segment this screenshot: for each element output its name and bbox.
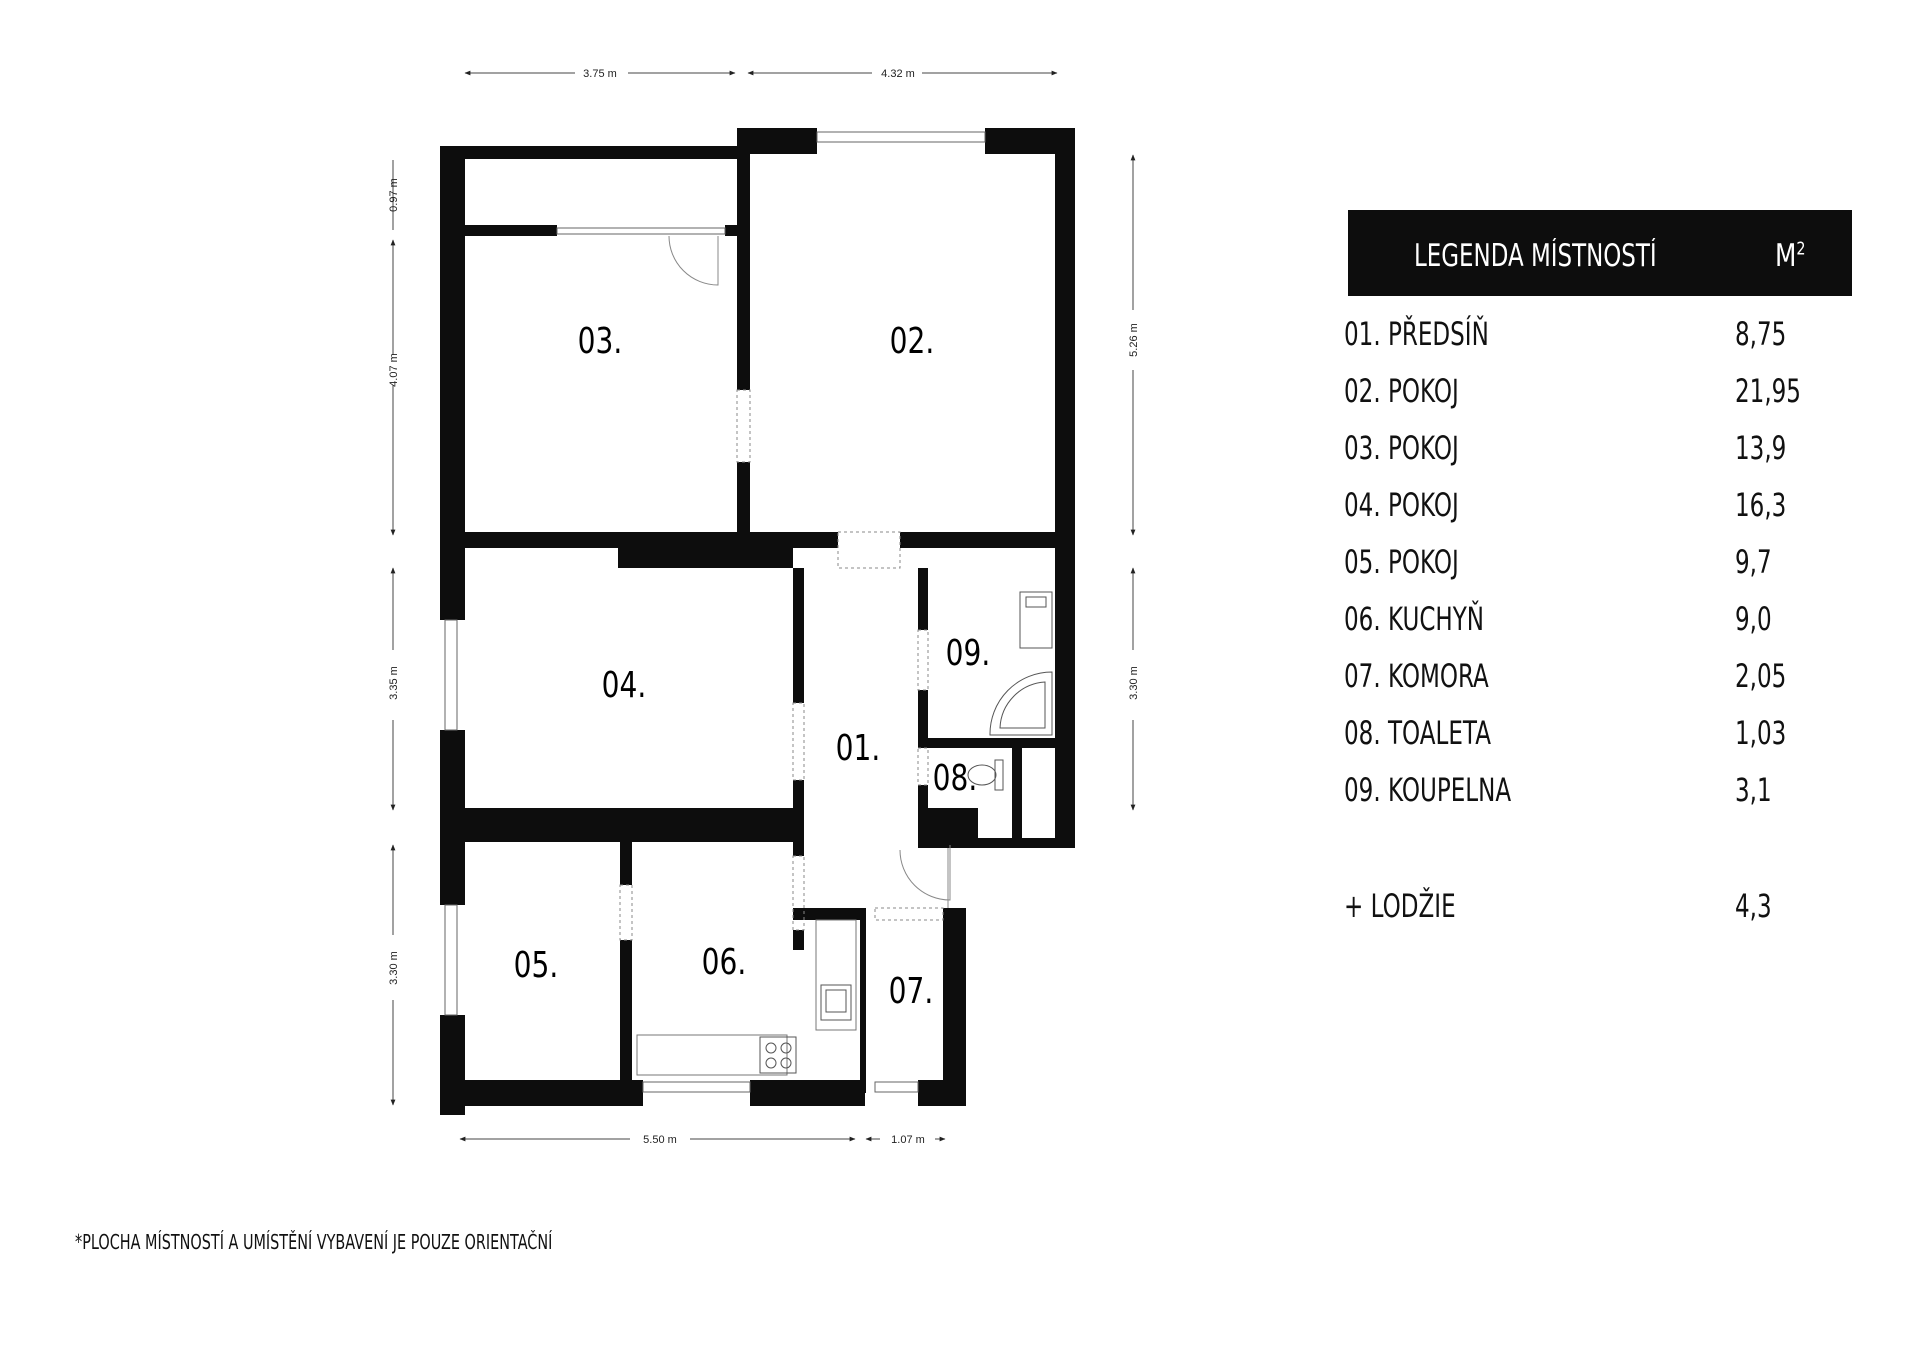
room-08-label: 08. [933, 757, 978, 799]
room-04-label: 04. [602, 664, 647, 706]
dim-left-mid: 4.07 m [388, 353, 400, 387]
legend-unit: M2 [1775, 238, 1806, 274]
room-02-label: 02. [890, 320, 935, 362]
legend-row: 02. POKOJ 21,95 [1344, 372, 1801, 410]
dim-bottom-left: 5.50 m [643, 1134, 677, 1146]
legend-row: 08. TOALETA 1,03 [1344, 714, 1787, 752]
legend-row: 06. KUCHYŇ 9,0 [1344, 600, 1772, 638]
dim-left-bottom: 3.30 m [388, 951, 400, 985]
sink-icon [820, 984, 852, 1021]
room-07-label: 07. [889, 970, 934, 1012]
door-icon [619, 235, 951, 941]
legend-row: 07. KOMORA 2,05 [1344, 657, 1787, 695]
room-05-label: 05. [514, 944, 559, 986]
legend-row-extra: + LODŽIE 4,3 [1344, 887, 1772, 925]
legend-row: 03. POKOJ 13,9 [1344, 429, 1787, 467]
bathtub-icon [989, 671, 1053, 736]
walls [440, 128, 1075, 1115]
legend-row: 05. POKOJ 9,7 [1344, 543, 1772, 581]
legend-row: 01. PŘEDSÍŇ 8,75 [1344, 315, 1787, 353]
legend-title: LEGENDA MÍSTNOSTÍ [1414, 238, 1657, 274]
dim-top-left: 3.75 m [583, 68, 617, 80]
dimension-labels: 3.75 m 4.32 m 0.97 m 4.07 m 3.35 m 3.30 … [388, 68, 1140, 1146]
room-09-label: 09. [946, 632, 991, 674]
room-legend: LEGENDA MÍSTNOSTÍ M2 01. PŘEDSÍŇ 8,75 02… [1344, 210, 1852, 925]
dim-bottom-right: 1.07 m [891, 1134, 925, 1146]
dim-top-right: 4.32 m [881, 68, 915, 80]
room-03-label: 03. [578, 320, 623, 362]
footnote: *PLOCHA MÍSTNOSTÍ A UMÍSTĚNÍ VYBAVENÍ JE… [75, 1230, 553, 1254]
toilet-icon [967, 759, 1004, 791]
legend-row: 04. POKOJ 16,3 [1344, 486, 1787, 524]
stove-icon [759, 1036, 797, 1074]
dim-left-top: 0.97 m [388, 178, 400, 212]
dim-right-top: 5.26 m [1128, 323, 1140, 357]
room-labels: 03. 02. 04. 01. 09. 08. 05. 06. 07. [514, 320, 991, 1012]
room-06-label: 06. [702, 941, 747, 983]
kitchen-counter [636, 919, 857, 1076]
dimension-lines [390, 70, 1136, 1142]
legend-header: LEGENDA MÍSTNOSTÍ M2 [1348, 210, 1852, 296]
dim-left-lower: 3.35 m [388, 666, 400, 700]
dim-right-bottom: 3.30 m [1128, 666, 1140, 700]
window-icon [444, 131, 986, 1093]
legend-row: 09. KOUPELNA 3,1 [1344, 771, 1772, 809]
room-01-label: 01. [836, 727, 881, 769]
washbasin-icon [1019, 591, 1053, 649]
